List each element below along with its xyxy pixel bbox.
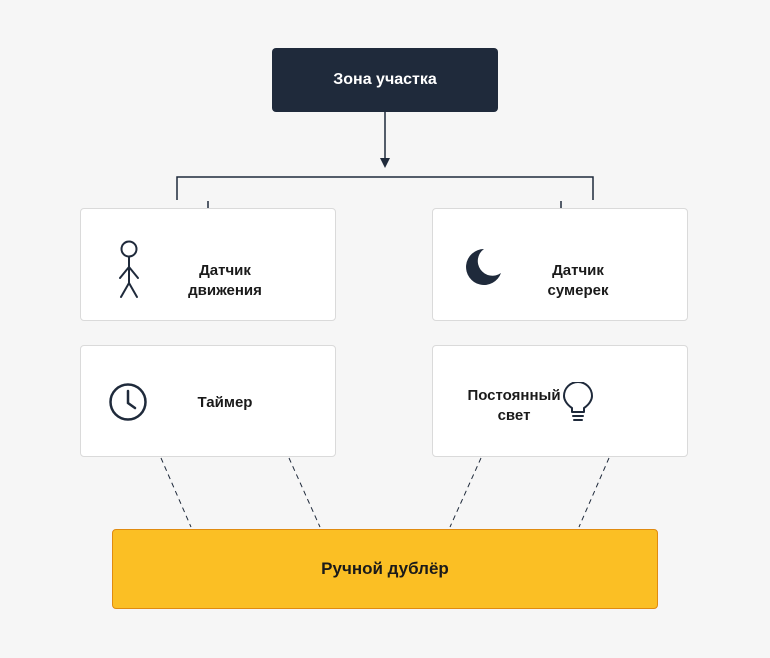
dashed-link-2 — [288, 457, 321, 528]
mode-card-timer: Таймер — [80, 345, 336, 457]
moon-icon — [466, 249, 501, 285]
zone-root-node: Зона участка — [272, 48, 498, 112]
manual-override-node: Ручной дублёр — [112, 529, 658, 609]
mode-label-timer: Таймер — [197, 394, 253, 411]
dashed-link-3 — [449, 457, 482, 528]
zone-root-label: Зона участка — [333, 71, 437, 88]
branch-bracket — [176, 176, 594, 200]
lightbulb-icon — [563, 382, 593, 421]
mode-card-dusk-sensor: Датчик сумерек — [432, 208, 688, 321]
clock-icon — [109, 383, 147, 421]
mode-label-constant-light: Постоянный свет — [467, 387, 561, 424]
mode-label-motion-sensor: Датчик движения — [188, 262, 262, 299]
mode-card-constant-light: Постоянный свет — [432, 345, 688, 457]
dashed-link-4 — [578, 457, 610, 528]
dashed-link-1 — [160, 457, 192, 528]
person-icon — [119, 240, 139, 298]
manual-override-label: Ручной дублёр — [321, 559, 449, 578]
mode-label-dusk-sensor: Датчик сумерек — [547, 262, 609, 299]
mode-card-motion-sensor: Датчик движения — [80, 208, 336, 321]
